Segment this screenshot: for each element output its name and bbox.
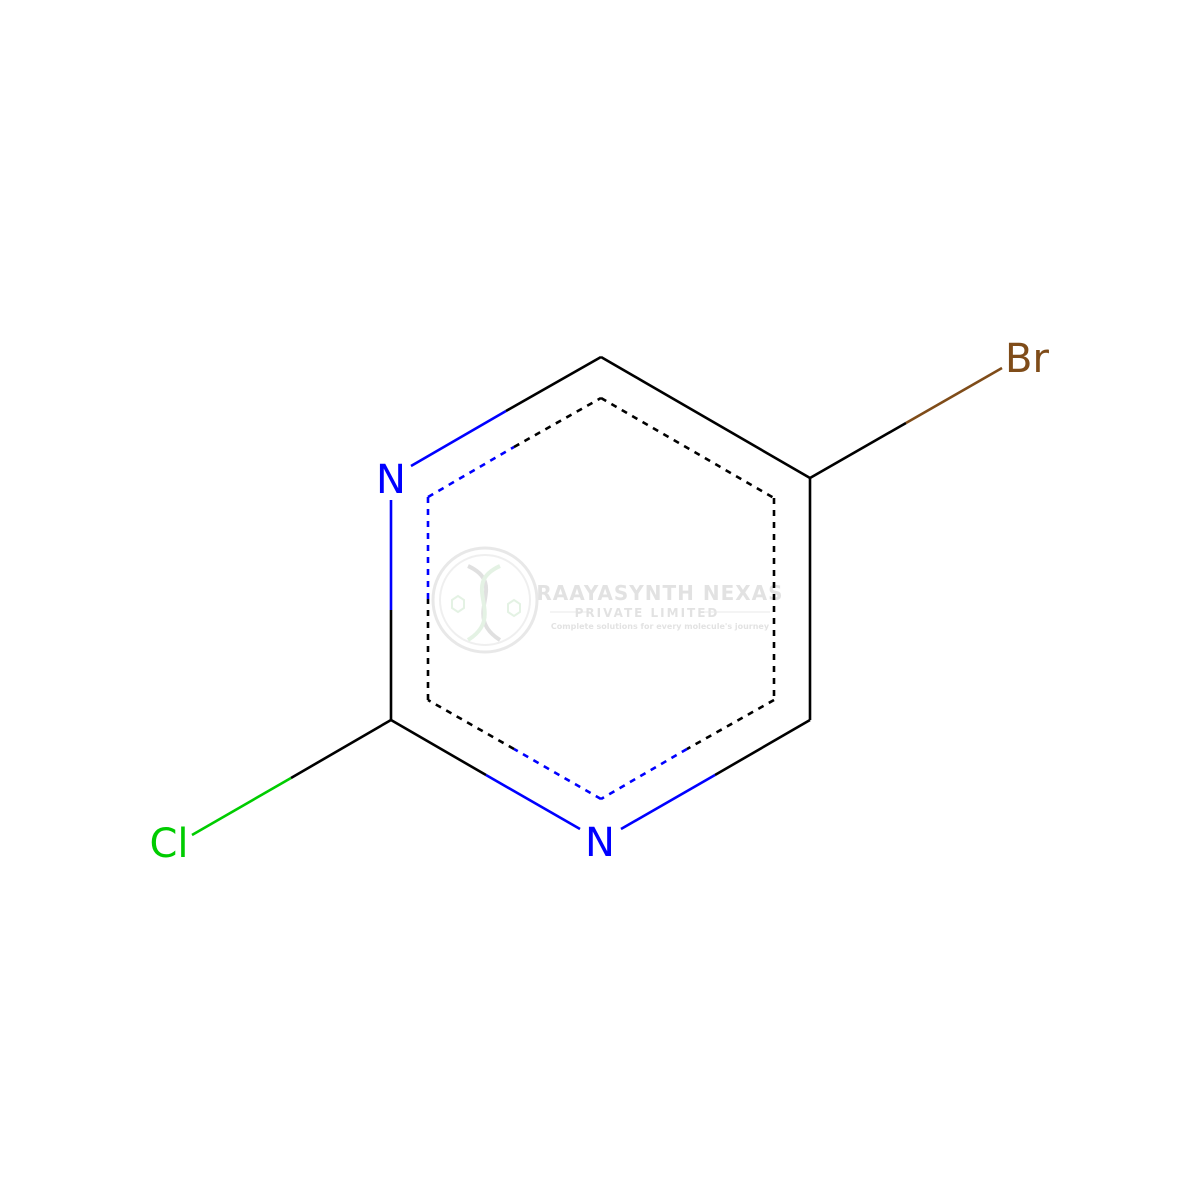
bond-c2-cl-cl-half — [191, 776, 292, 837]
aromatic-bond-n3-c2-n-half — [513, 747, 602, 801]
bond-c4-n3-n-half — [620, 773, 716, 831]
watermark-company: RAAYASYNTH NEXAS — [536, 581, 783, 605]
aromatic-bond-c4-n3-n-half — [600, 747, 688, 801]
bond-n1-c6-c-half — [505, 355, 602, 413]
dna-helix-logo-icon — [431, 546, 539, 654]
bond-c5-br-br-half — [905, 366, 1003, 425]
bond-c6-c5 — [600, 355, 811, 480]
atom-label-br: Br — [1005, 336, 1049, 382]
aromatic-bond-n1-c6-n-half — [427, 445, 515, 499]
bond-c4-n3-c-half — [714, 718, 811, 777]
atom-label-cl: Cl — [149, 821, 188, 867]
atom-label-n3: N — [585, 820, 615, 866]
ring-bonds — [389, 355, 812, 831]
aromatic-ring — [426, 396, 776, 801]
bond-n3-c2-n-half — [485, 773, 581, 831]
bond-n1-c6-n-half — [410, 409, 507, 468]
watermark-subtitle: PRIVATE LIMITED — [575, 606, 720, 620]
aromatic-bond-n3-c2-c-half — [427, 698, 515, 751]
aromatic-bond-n1-c6-c-half — [513, 396, 602, 449]
atom-label-n1: N — [376, 457, 406, 503]
watermark-tagline: Complete solutions for every molecule's … — [551, 622, 770, 631]
aromatic-bond-c6-c5 — [600, 396, 775, 500]
bond-c5-br-c-half — [809, 421, 907, 480]
aromatic-bond-c4-n3-c-half — [686, 698, 775, 751]
substituent-bonds — [191, 366, 1003, 837]
bond-c2-cl-c-half — [290, 718, 392, 780]
watermark: RAAYASYNTH NEXAS PRIVATE LIMITED Complet… — [431, 546, 783, 654]
bond-n3-c2-c-half — [390, 718, 487, 777]
